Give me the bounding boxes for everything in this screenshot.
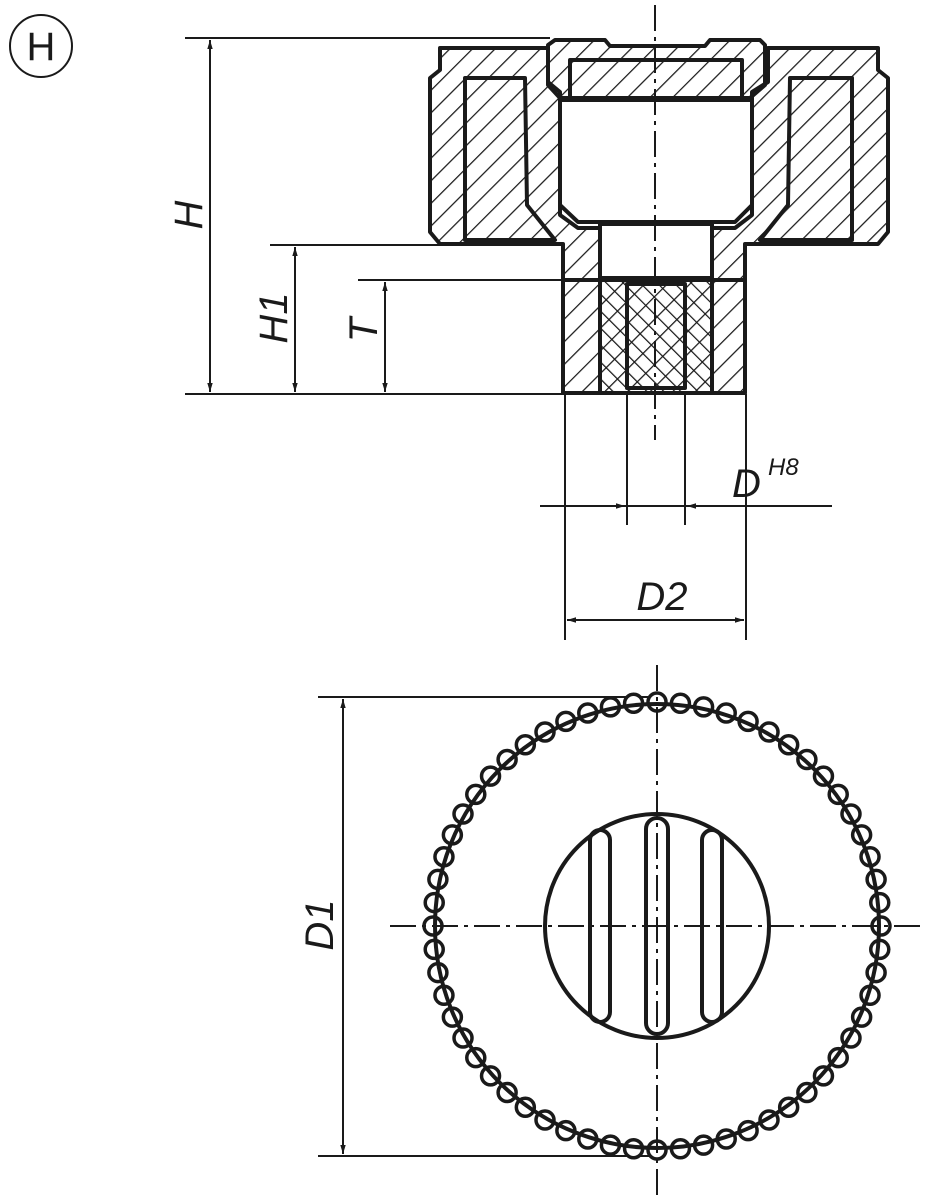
top-view [390, 665, 920, 1195]
dimension-T: T [342, 282, 388, 392]
cap-section [546, 38, 767, 100]
label-D-tolerance: H8 [768, 454, 799, 481]
label-D1: D1 [298, 899, 342, 950]
dimension-D2: D2 [567, 575, 744, 623]
label-D2: D2 [636, 575, 687, 619]
dimension-D1: D1 [298, 699, 346, 1154]
dimension-H1: H1 [252, 247, 298, 392]
variant-circle [9, 14, 73, 78]
section-view [428, 5, 890, 440]
right-cavity [758, 76, 854, 242]
label-T: T [342, 315, 386, 342]
label-H: H [167, 200, 211, 229]
extension-lines [185, 37, 747, 1157]
dimension-H: H [167, 40, 213, 392]
variant-letter: H [27, 25, 56, 69]
label-H1: H1 [252, 292, 296, 343]
variant-marker: H [9, 14, 73, 78]
label-D: D [732, 462, 761, 506]
inner-cavity [558, 98, 754, 224]
dimension-D: D H8 [540, 454, 832, 509]
left-cavity [463, 76, 557, 242]
